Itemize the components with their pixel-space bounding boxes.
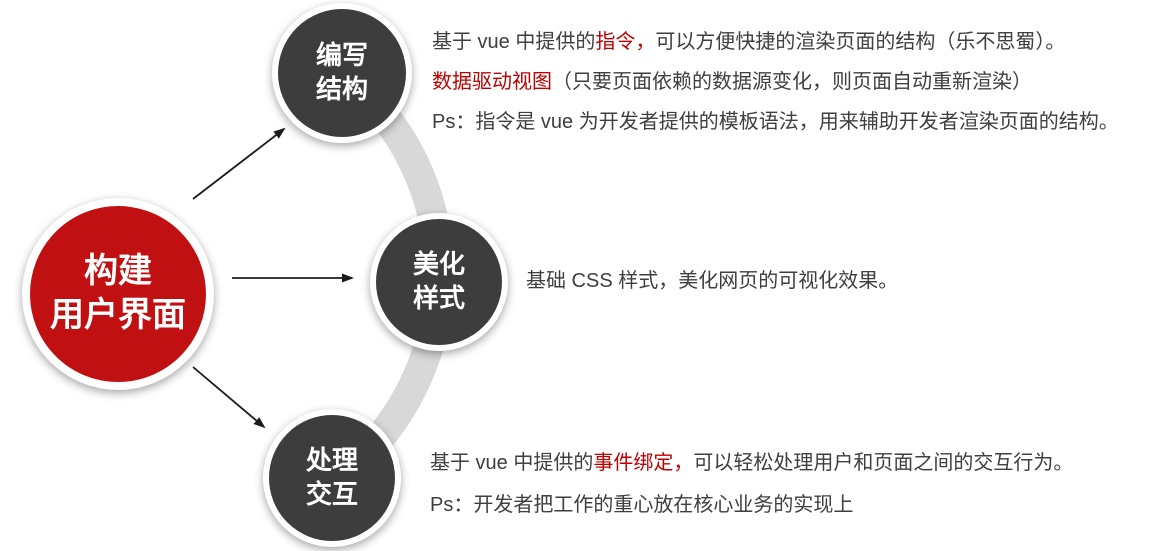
node-handle-interaction: 处理 交互 [263,409,401,547]
note-text: （只要页面依赖的数据源变化，则页面自动重新渲染） [552,71,1032,93]
main-node-label-line2: 用户界面 [50,296,186,334]
note-text-highlight: 指令， [595,31,656,53]
arrow-to-interaction [192,366,266,429]
node-beautify-style: 美化 样式 [370,213,508,351]
arrow-to-structure [192,127,286,200]
note-text: 可以方便快捷的渲染页面的结构（乐不思蜀）。 [655,31,1066,53]
node-label-line1: 美化 [412,249,465,280]
notes-write-structure: 基于 vue 中提供的指令，可以方便快捷的渲染页面的结构（乐不思蜀）。 数据驱动… [432,22,1119,142]
main-node-build-ui: 构建 用户界面 [22,198,214,390]
node-label-line2: 交互 [305,479,358,509]
note-line: Ps：开发者把工作的重心放在核心业务的实现上 [430,484,1073,526]
main-node-label-line1: 构建 [84,252,152,291]
note-text-highlight: 事件绑定， [593,452,694,474]
note-line: Ps：指令是 vue 为开发者提供的模板语法，用来辅助开发者渲染页面的结构。 [432,102,1119,142]
node-write-structure: 编写 结构 [272,3,412,143]
note-text: 可以轻松处理用户和页面之间的交互行为。 [693,452,1074,474]
note-text-highlight: 数据驱动视图 [432,71,552,93]
node-label-line2: 样式 [412,283,465,313]
note-line: 基于 vue 中提供的指令，可以方便快捷的渲染页面的结构（乐不思蜀）。 [432,22,1119,62]
node-label-line1: 编写 [315,40,368,71]
note-text: Ps：指令是 vue 为开发者提供的模板语法，用来辅助开发者渲染页面的结构。 [432,111,1119,133]
note-text: Ps：开发者把工作的重心放在核心业务的实现上 [430,494,854,516]
note-line: 基于 vue 中提供的事件绑定，可以轻松处理用户和页面之间的交互行为。 [430,442,1073,484]
node-label-line1: 处理 [305,445,358,476]
note-text: 基于 vue 中提供的 [430,452,594,474]
note-line: 数据驱动视图（只要页面依赖的数据源变化，则页面自动重新渲染） [432,62,1119,102]
note-text: 基于 vue 中提供的 [432,31,596,53]
note-text: 基础 CSS 样式，美化网页的可视化效果。 [526,270,899,292]
node-label-line2: 结构 [315,74,368,104]
notes-beautify-style: 基础 CSS 样式，美化网页的可视化效果。 [526,269,898,293]
note-line: 基础 CSS 样式，美化网页的可视化效果。 [526,269,898,293]
notes-handle-interaction: 基于 vue 中提供的事件绑定，可以轻松处理用户和页面之间的交互行为。 Ps：开… [430,442,1073,526]
